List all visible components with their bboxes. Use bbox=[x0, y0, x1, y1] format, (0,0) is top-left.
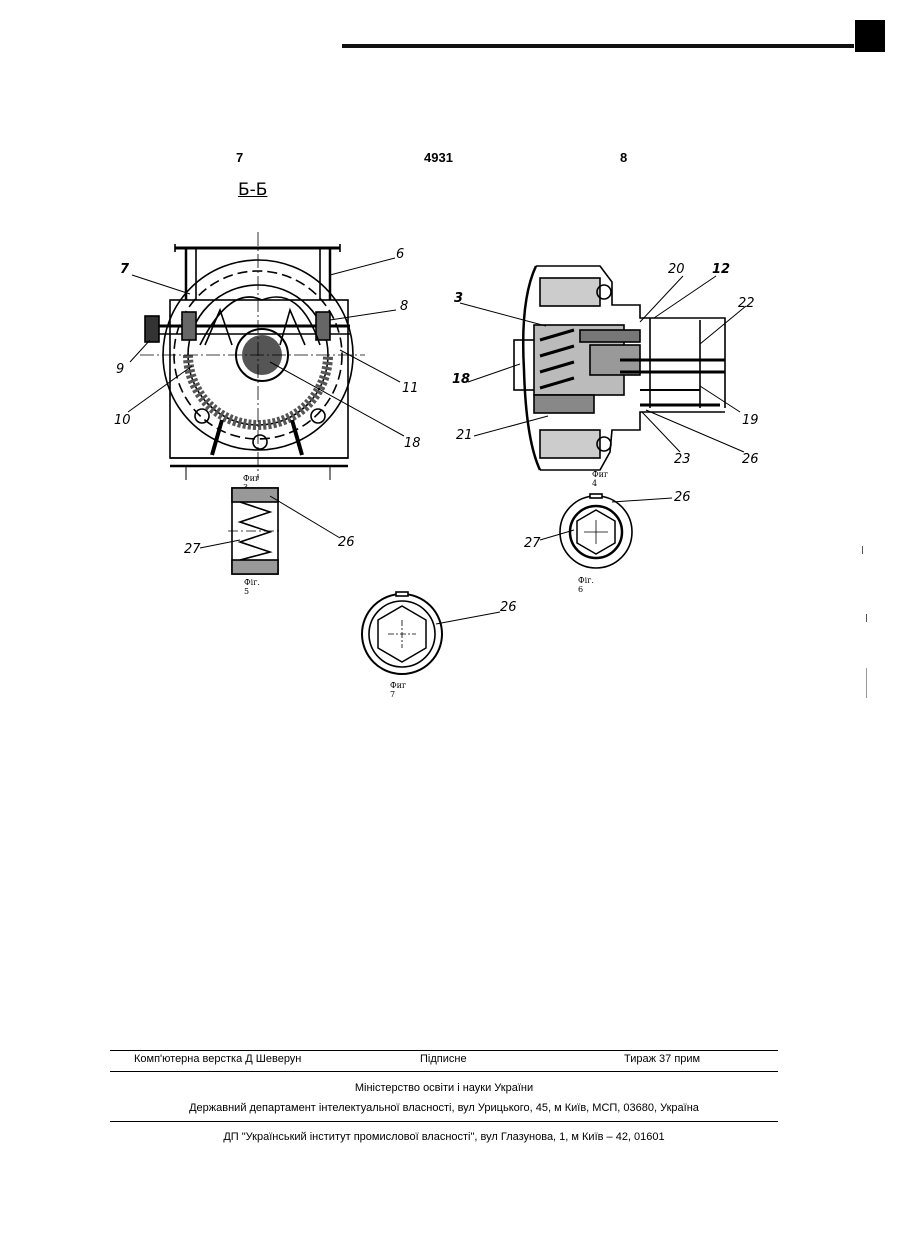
footer-rule-top bbox=[110, 1050, 778, 1051]
footer-rule-middle bbox=[110, 1071, 778, 1072]
fig7-caption: Фиг 7 bbox=[390, 681, 406, 699]
fig7-label-26: 26 bbox=[500, 600, 517, 615]
margin-speck bbox=[866, 614, 867, 622]
footer-institute: ДП "Український інститут промислової вла… bbox=[110, 1131, 778, 1143]
footer-signed: Підписне bbox=[420, 1053, 467, 1065]
figure-7-drawing bbox=[0, 0, 900, 700]
margin-speck bbox=[862, 546, 863, 554]
footer-typesetting: Комп'ютерна верстка Д Шеверун bbox=[134, 1053, 301, 1065]
footer-ministry: Міністерство освіти і науки України bbox=[110, 1082, 778, 1094]
margin-speck bbox=[866, 668, 867, 698]
footer-circulation: Тираж 37 прим bbox=[624, 1053, 700, 1065]
footer-rule-bottom bbox=[110, 1121, 778, 1122]
footer-department: Державний департамент інтелектуальної вл… bbox=[110, 1102, 778, 1114]
